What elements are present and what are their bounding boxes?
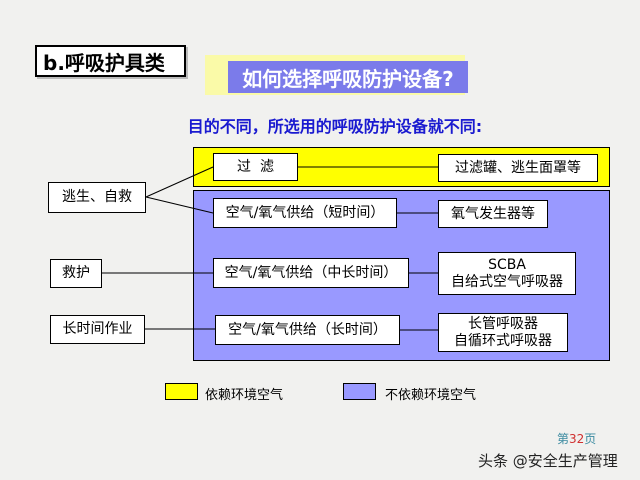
- legend-swatch-independent: [343, 383, 376, 400]
- section-label: b.呼吸护具类: [35, 45, 186, 77]
- watermark: 头条 @安全生产管理: [478, 452, 618, 470]
- legend-label-independent: 不依赖环境空气: [385, 388, 477, 403]
- purpose-long-work: 长时间作业: [50, 315, 145, 344]
- equipment-airline: 长管呼吸器自循环式呼吸器: [438, 313, 568, 352]
- equipment-line: 自循环式呼吸器: [454, 332, 552, 349]
- supply-short: 空气/氧气供给（短时间）: [213, 198, 397, 228]
- legend-swatch-dependent: [165, 383, 198, 400]
- equipment-line: SCBA: [488, 256, 526, 273]
- equipment-line: 过滤罐、逃生面罩等: [455, 159, 581, 176]
- page-prefix: 第: [557, 432, 570, 446]
- legend-label-dependent: 依赖环境空气: [205, 388, 284, 403]
- page-number: 第32页: [557, 430, 596, 447]
- purpose-rescue: 救护: [50, 259, 102, 288]
- equipment-filter: 过滤罐、逃生面罩等: [438, 154, 598, 182]
- equipment-line: 自给式空气呼吸器: [451, 273, 563, 290]
- page-suffix: 页: [584, 432, 597, 446]
- page-number-value: 32: [569, 432, 585, 446]
- supply-medium: 空气/氧气供给（中长时间）: [213, 258, 409, 288]
- purpose-escape: 逃生、自救: [48, 182, 146, 213]
- supply-long: 空气/氧气供给（长时间）: [215, 315, 400, 345]
- page-title: 如何选择呼吸防护设备?: [228, 61, 468, 93]
- subtitle: 目的不同，所选用的呼吸防护设备就不同:: [187, 117, 483, 136]
- equipment-line: 长管呼吸器: [468, 315, 538, 332]
- supply-filter: 过 滤: [213, 153, 298, 181]
- equipment-oxygen-generator: 氧气发生器等: [438, 200, 548, 228]
- equipment-line: 氧气发生器等: [451, 205, 535, 222]
